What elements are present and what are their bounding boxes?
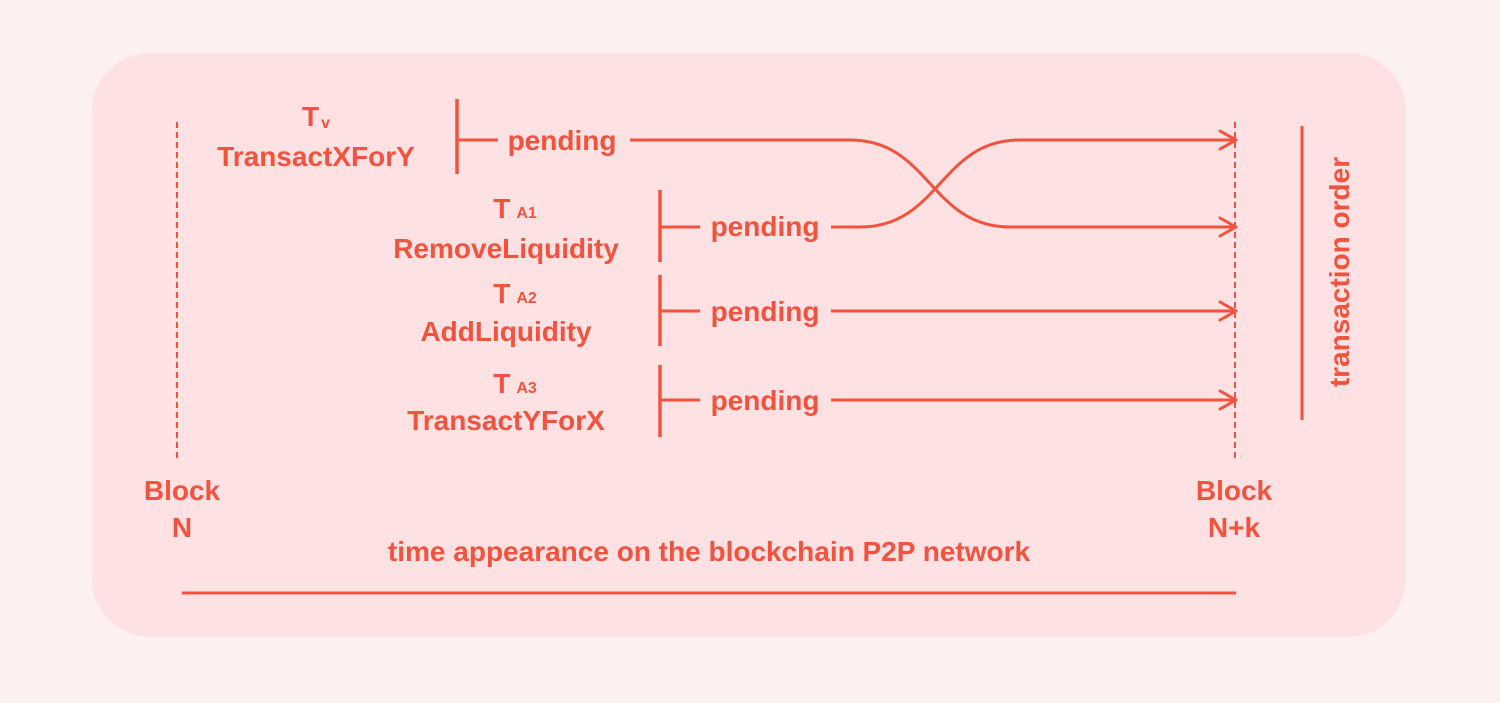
block-n-label-line2: N	[172, 512, 192, 543]
block-n-label-line1: Block	[144, 475, 221, 506]
transaction-row: T A2 AddLiquidity pending	[420, 275, 1238, 347]
transaction-symbol: T	[493, 368, 510, 399]
transaction-symbol: T	[302, 101, 319, 132]
transaction-order-label: transaction order	[1324, 157, 1355, 387]
transaction-row: T A3 TransactYForX pending	[407, 365, 1238, 437]
transaction-subscript: v	[321, 115, 330, 132]
transaction-name: TransactXForY	[217, 141, 415, 172]
pending-label: pending	[711, 385, 820, 416]
transaction-name: RemoveLiquidity	[393, 233, 619, 264]
transaction-name: AddLiquidity	[420, 316, 592, 347]
time-axis-label: time appearance on the blockchain P2P ne…	[388, 536, 1031, 567]
transaction-subscript: A3	[516, 380, 537, 397]
transaction-symbol: T	[493, 278, 510, 309]
transaction-label: T A2	[493, 278, 537, 309]
pending-label: pending	[711, 211, 820, 242]
block-nk-label-line2: N+k	[1208, 512, 1261, 543]
block-nk-label-line1: Block	[1196, 475, 1273, 506]
pending-label: pending	[711, 296, 820, 327]
transaction-path-arrow	[831, 129, 1238, 229]
transaction-path-arrow	[630, 138, 1238, 238]
transaction-label: T A3	[493, 368, 537, 399]
pending-label: pending	[508, 125, 617, 156]
transaction-row: T A1 RemoveLiquidity pending	[393, 129, 1238, 264]
transaction-subscript: A1	[516, 205, 537, 222]
transaction-symbol: T	[493, 193, 510, 224]
transaction-label: T A1	[493, 193, 537, 224]
transaction-subscript: A2	[516, 290, 537, 307]
diagram-panel	[92, 53, 1406, 637]
transaction-name: TransactYForX	[407, 405, 605, 436]
